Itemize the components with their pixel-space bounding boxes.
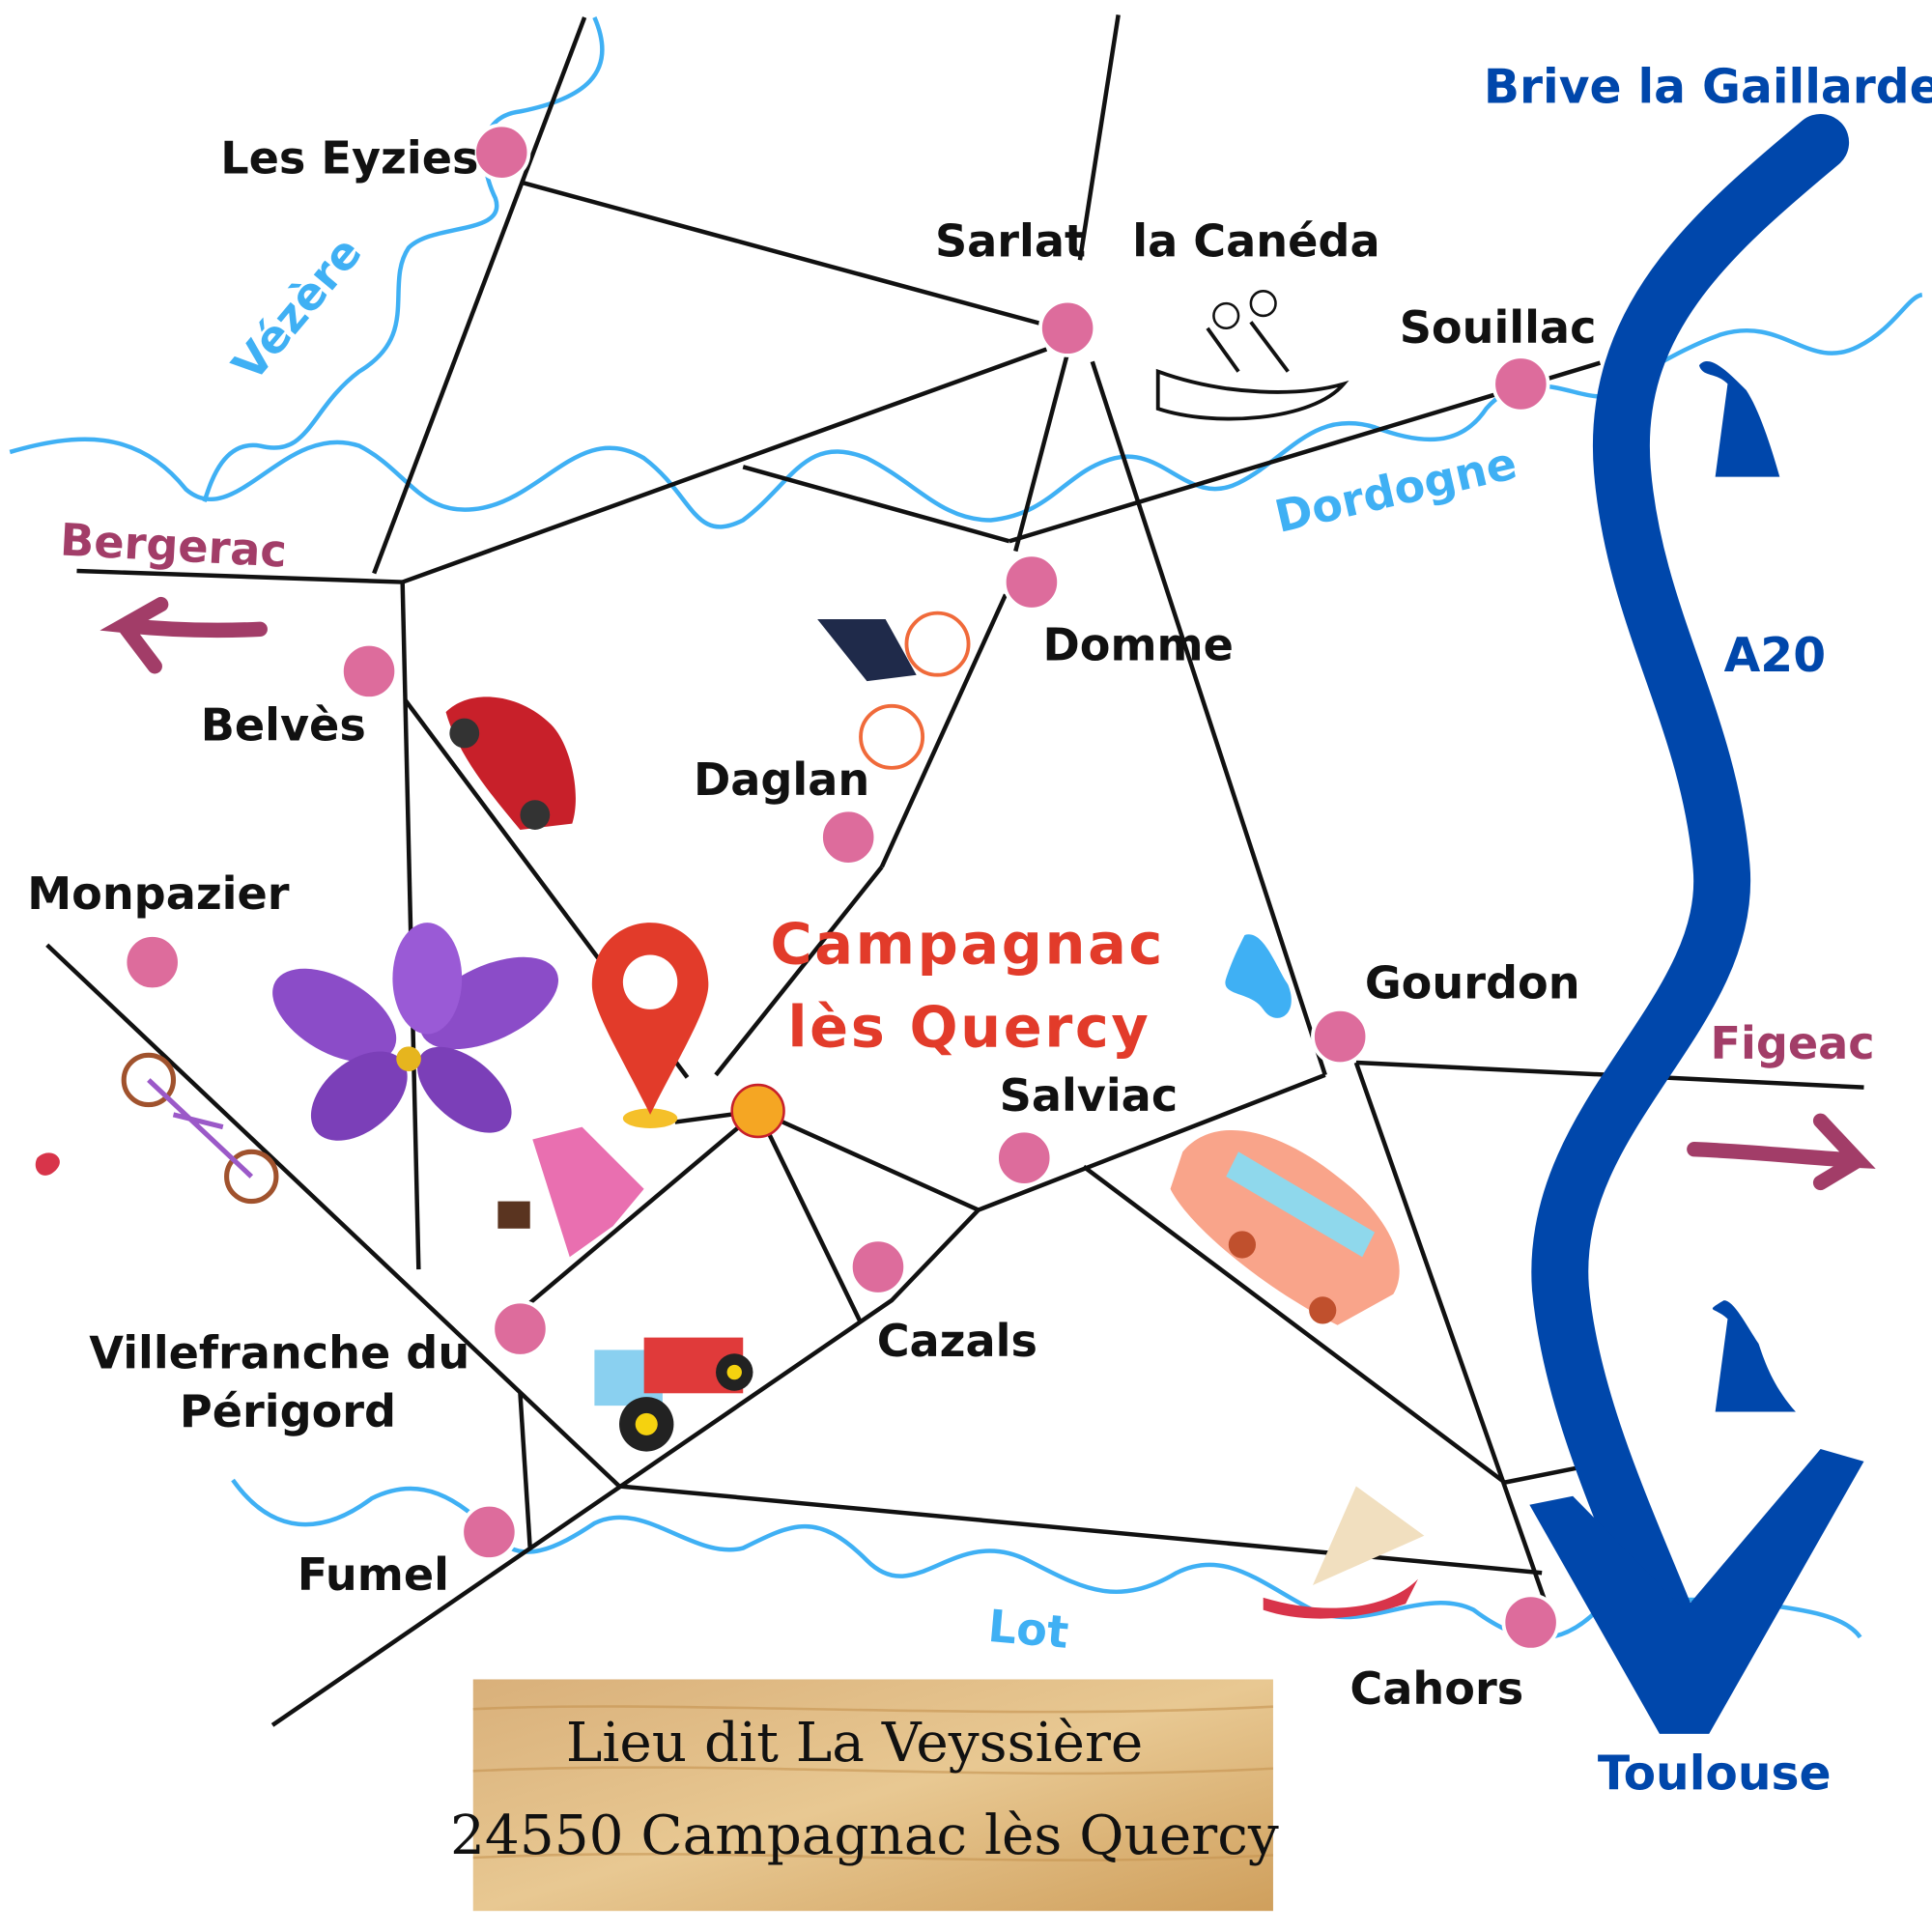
highway-label-north: Brive la Gaillarde	[1484, 60, 1932, 114]
town-marker-cazals[interactable]	[848, 1237, 908, 1296]
town-marker-villefranche[interactable]	[491, 1299, 550, 1358]
canoe-illustration	[1155, 290, 1350, 421]
a20-highway	[1529, 113, 1864, 1734]
label-villefranche-line2: Périgord	[180, 1385, 396, 1437]
destination-label-line1: Campagnac	[770, 910, 1165, 977]
destination-label-line2: lès Quercy	[787, 993, 1151, 1060]
label-cahors: Cahors	[1350, 1662, 1523, 1715]
label-villefranche-line1: Villefranche du	[89, 1327, 469, 1379]
label-salviac: Salviac	[1000, 1069, 1179, 1122]
tractor-illustration	[594, 1337, 753, 1452]
river-label-lot: Lot	[986, 1600, 1071, 1659]
town-marker-cahors[interactable]	[1501, 1593, 1560, 1652]
label-monpazier: Monpazier	[27, 867, 290, 920]
direction-label-bergerac: Bergerac	[59, 513, 288, 577]
town-markers	[123, 123, 1560, 1652]
town-marker-les-eyzies[interactable]	[472, 123, 531, 182]
destination-marker[interactable]	[730, 1083, 785, 1139]
label-fumel: Fumel	[298, 1548, 449, 1601]
highway-label-south: Toulouse	[1598, 1747, 1832, 1802]
lake	[1225, 934, 1292, 1018]
car-illustration	[445, 696, 576, 830]
label-belves: Belvès	[201, 699, 366, 752]
town-marker-gourdon[interactable]	[1311, 1007, 1370, 1066]
address-plaque: Lieu dit La Veyssière 24550 Campagnac lè…	[450, 1679, 1279, 1912]
river-label-vezere: Vézère	[222, 226, 372, 390]
sailboat-illustration	[1263, 1486, 1425, 1619]
highway-icon	[1698, 361, 1796, 1412]
label-les-eyzies: Les Eyzies	[220, 131, 478, 184]
label-sarlat: Sarlat la Canéda	[935, 214, 1380, 267]
town-marker-salviac[interactable]	[995, 1128, 1054, 1187]
address-line2: 24550 Campagnac lès Quercy	[450, 1804, 1279, 1867]
direction-label-figeac: Figeac	[1711, 1017, 1875, 1069]
town-marker-monpazier[interactable]	[123, 933, 182, 992]
label-domme: Domme	[1042, 618, 1233, 670]
label-souillac: Souillac	[1400, 301, 1597, 354]
saffron-flower-illustration	[272, 923, 558, 1141]
town-marker-daglan[interactable]	[819, 808, 878, 867]
town-marker-domme[interactable]	[1002, 553, 1062, 611]
label-gourdon: Gourdon	[1365, 956, 1580, 1009]
cyclist-illustration	[817, 611, 971, 770]
town-marker-belves[interactable]	[339, 641, 399, 700]
travelers-illustration	[497, 1126, 644, 1258]
arrow-west-icon	[99, 596, 268, 674]
town-marker-souillac[interactable]	[1492, 355, 1550, 413]
town-marker-sarlat[interactable]	[1038, 298, 1097, 357]
label-daglan: Daglan	[694, 753, 869, 806]
river-vezere	[202, 16, 605, 502]
roads	[45, 14, 1864, 1727]
town-marker-fumel[interactable]	[460, 1502, 519, 1562]
address-line1: Lieu dit La Veyssière	[566, 1712, 1143, 1775]
bus-illustration	[1170, 1129, 1400, 1325]
label-cazals: Cazals	[877, 1315, 1037, 1367]
location-pin-icon	[591, 923, 709, 1128]
tandem-bike-illustration	[35, 1052, 279, 1205]
arrow-east-icon	[1687, 1113, 1876, 1191]
highway-label-a20: A20	[1724, 629, 1826, 683]
